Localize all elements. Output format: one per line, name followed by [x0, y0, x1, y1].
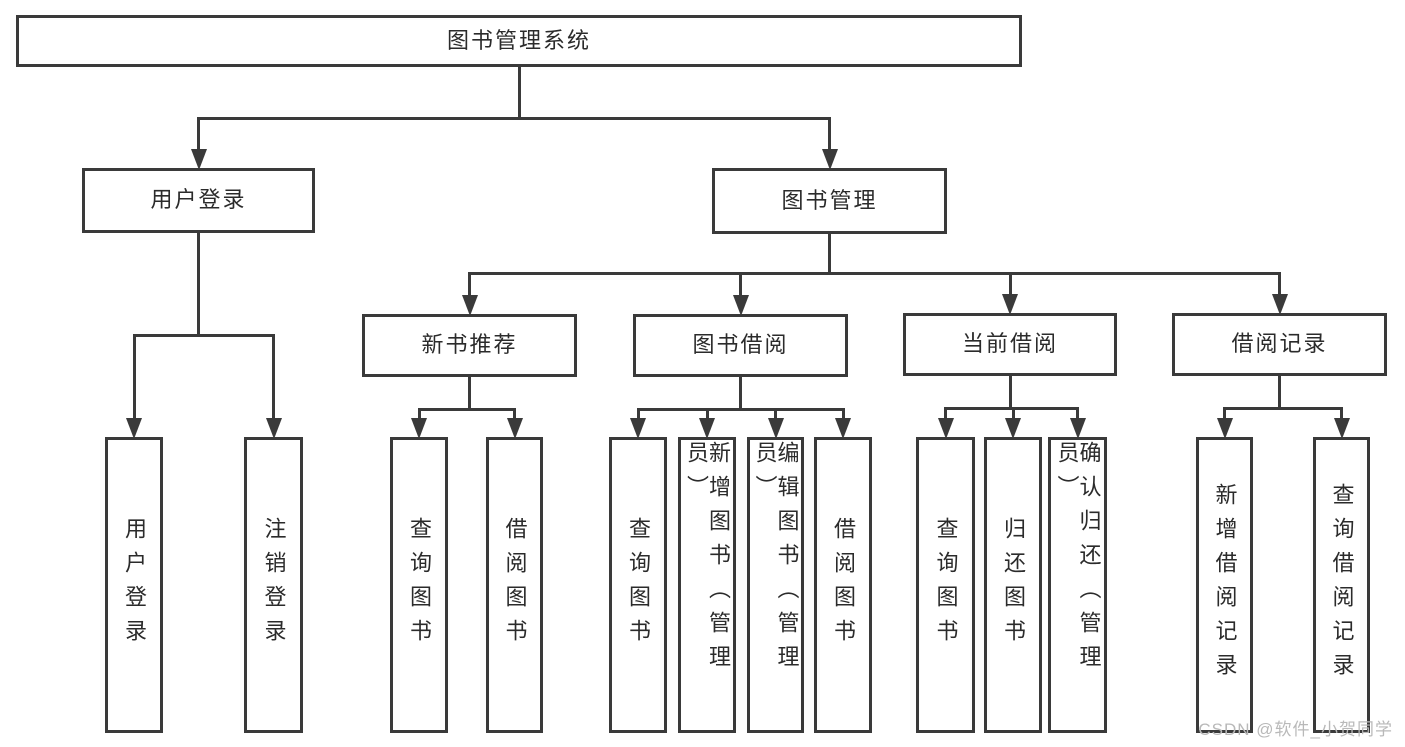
node-bb-query-books: 查询图书 — [609, 437, 667, 733]
node-current-borrowing: 当前借阅 — [903, 313, 1117, 376]
connector-line — [1008, 376, 1012, 410]
arrow-down-icon — [126, 418, 142, 439]
connector-line — [774, 409, 777, 424]
node-label: 借阅记录 — [1231, 331, 1328, 357]
connector-line — [468, 271, 1281, 275]
arrow-down-icon — [767, 418, 784, 439]
node-label: 借阅图书 — [831, 517, 856, 653]
connector-line — [417, 407, 516, 411]
arrow-down-icon — [1005, 418, 1021, 439]
connector-line — [1011, 408, 1015, 424]
connector-line — [944, 408, 947, 424]
node-label: 用户登录 — [150, 187, 247, 213]
connector-line — [705, 409, 709, 424]
connector-line — [197, 116, 831, 120]
arrow-down-icon — [937, 418, 954, 439]
node-leaf-logout: 注销登录 — [244, 437, 303, 733]
node-book-management: 图书管理 — [712, 168, 947, 234]
node-nb-query-books: 查询图书 — [390, 437, 448, 733]
connector-line — [636, 407, 845, 411]
connector-line — [828, 118, 831, 155]
node-cb-confirm-return: 确认归还（管理员） — [1048, 437, 1107, 733]
arrow-down-icon — [1271, 294, 1288, 315]
node-label: 图书管理系统 — [446, 27, 591, 53]
connector-line — [272, 335, 275, 424]
node-book-borrowing: 图书借阅 — [633, 314, 848, 377]
node-br-add-record: 新增借阅记录 — [1196, 437, 1253, 733]
connector-line — [513, 409, 516, 424]
node-bb-edit-books: 编辑图书（管理员） — [747, 437, 804, 733]
arrow-down-icon — [821, 149, 838, 170]
connector-line — [1278, 376, 1281, 410]
connector-line — [828, 234, 831, 275]
node-user-login: 用户登录 — [82, 168, 315, 233]
connector-line — [1340, 408, 1343, 424]
node-label: 图书管理 — [781, 187, 878, 213]
node-label: 查询借阅记录 — [1329, 483, 1355, 687]
arrow-down-icon — [461, 295, 478, 316]
connector-line — [417, 409, 421, 424]
node-label: 确认归还（管理员） — [1054, 441, 1102, 679]
node-label: 归还图书 — [1001, 517, 1026, 653]
connector-line — [739, 273, 742, 301]
node-library-system-root: 图书管理系统 — [16, 15, 1022, 67]
node-bb-borrow-books: 借阅图书 — [814, 437, 872, 733]
node-label: 查询图书 — [626, 517, 651, 653]
node-label: 新增图书（管理员） — [684, 441, 731, 679]
arrow-down-icon — [835, 418, 851, 439]
arrow-down-icon — [1069, 418, 1086, 439]
arrow-down-icon — [732, 295, 749, 316]
node-label: 查询图书 — [407, 517, 432, 653]
watermark: CSDN @软件_小贺同学 — [1198, 720, 1393, 739]
node-label: 借阅图书 — [502, 517, 528, 653]
node-borrowing-records: 借阅记录 — [1172, 313, 1387, 376]
connector-line — [132, 335, 136, 424]
node-leaf-user-login: 用户登录 — [105, 437, 163, 733]
arrow-down-icon — [1333, 418, 1350, 439]
connector-line — [739, 377, 742, 411]
node-label: 图书借阅 — [692, 332, 789, 358]
node-new-book-recommend: 新书推荐 — [362, 314, 577, 377]
connector-line — [517, 67, 521, 120]
arrow-down-icon — [630, 418, 646, 439]
connector-line — [1223, 408, 1226, 424]
arrow-down-icon — [411, 418, 427, 439]
connector-line — [1223, 406, 1343, 410]
connector-line — [468, 377, 471, 411]
connector-line — [132, 333, 275, 337]
node-label: 新增借阅记录 — [1212, 483, 1238, 687]
node-cb-return-books: 归还图书 — [984, 437, 1042, 733]
connector-line — [841, 409, 845, 424]
node-nb-borrow-books: 借阅图书 — [486, 437, 543, 733]
arrow-down-icon — [190, 149, 207, 170]
node-label: 用户登录 — [122, 517, 147, 653]
arrow-down-icon — [1002, 294, 1018, 315]
connector-line — [636, 409, 640, 424]
node-label: 查询图书 — [933, 517, 959, 653]
arrow-down-icon — [265, 418, 282, 439]
connector-line — [468, 273, 471, 301]
connector-line — [1008, 273, 1012, 300]
connector-line — [197, 233, 200, 337]
node-label: 当前借阅 — [961, 331, 1058, 357]
connector-line — [1076, 408, 1079, 424]
node-br-query-record: 查询借阅记录 — [1313, 437, 1370, 733]
arrow-down-icon — [1216, 418, 1233, 439]
node-label: 新书推荐 — [421, 332, 518, 358]
node-label: 注销登录 — [261, 517, 287, 653]
node-cb-query-books: 查询图书 — [916, 437, 975, 733]
node-bb-add-books: 新增图书（管理员） — [678, 437, 736, 733]
connector-line — [197, 118, 200, 155]
connector-line — [1278, 273, 1281, 300]
arrow-down-icon — [506, 418, 523, 439]
arrow-down-icon — [699, 418, 715, 439]
node-label: 编辑图书（管理员） — [752, 441, 800, 679]
